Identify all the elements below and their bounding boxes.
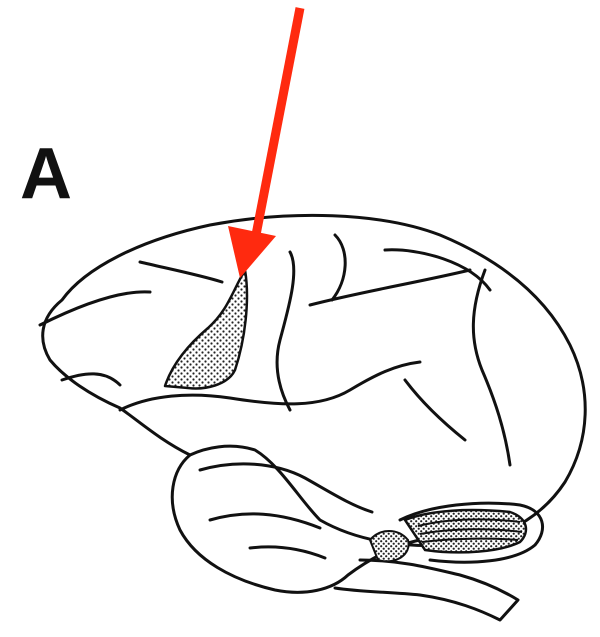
- sulcus-line: [332, 235, 345, 300]
- sulcus-line: [277, 252, 294, 410]
- sulcus-line: [250, 547, 325, 558]
- sulcus-line: [310, 270, 470, 305]
- sulcus-line: [200, 464, 372, 512]
- pons-stipple: [370, 531, 409, 561]
- sulcus-line: [405, 380, 465, 440]
- sulcus-line: [473, 270, 510, 465]
- sulcus-line: [140, 262, 222, 282]
- temporal-lobe-outline: [172, 455, 420, 592]
- sulcus-line: [40, 292, 150, 325]
- sulcus-line: [210, 514, 320, 528]
- stippled-region-icon: [165, 270, 247, 388]
- pointer-arrow: [228, 8, 300, 278]
- brainstem-outline: [335, 560, 518, 620]
- cerebrum-outline: [43, 215, 586, 545]
